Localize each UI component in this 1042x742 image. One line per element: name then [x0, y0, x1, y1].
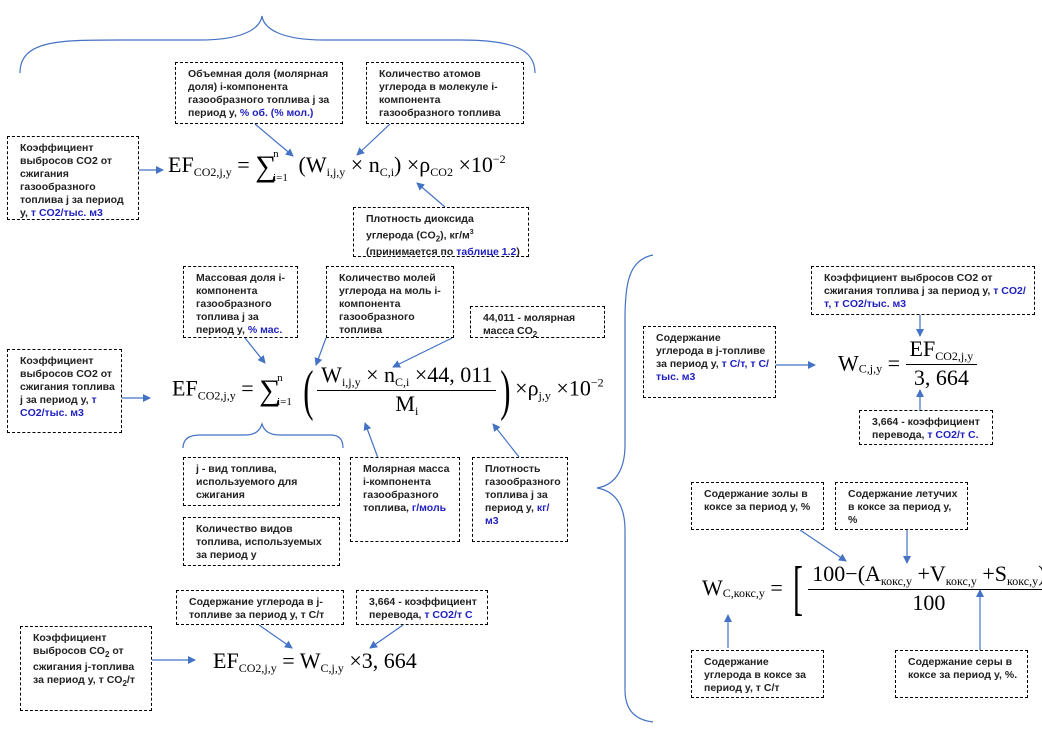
right-brace	[596, 254, 654, 723]
s5-formula: WC,кокс,y = [100−(Aкокс,y +Vкокс,y +Sкок…	[702, 558, 1042, 618]
s3-emission-factor-box: Коэффициент выбросов CO2 от сжигания j-т…	[20, 626, 152, 711]
s2-emission-factor-box: Коэффициент выбросов CO2 от сжигания топ…	[7, 349, 122, 433]
arrow-s1-volume	[254, 123, 294, 157]
s2-molar-mass-box: Молярная масса i-компонента газообразног…	[350, 457, 460, 542]
s4-emission-factor-box: Коэффициент выбросов CO2 от сжигания топ…	[811, 266, 1035, 315]
open-paren: (	[302, 359, 313, 422]
s2-co2-molar-mass-box: 44,011 - молярная масса CO2	[470, 306, 605, 339]
s1-carbon-atoms-box: Количество атомов углерода в молекуле i-…	[366, 62, 524, 124]
s2-fuel-type-box: j - вид топлива, используемого для сжига…	[183, 457, 340, 506]
arrow-s3-conv	[369, 624, 404, 649]
s4-conversion-box: 3,664 - коэффициент перевода, т CO2/т С.	[859, 410, 993, 445]
s5-fraction: 100−(Aкокс,y +Vкокс,y +Sкокс,y)100	[808, 561, 1042, 616]
s2-mass-fraction-box: Массовая доля i-компонента газообразного…	[183, 266, 298, 338]
s2-fuel-density-box: Плотность газообразного топлива j за пер…	[472, 457, 568, 542]
arrow-s2-density	[492, 423, 520, 458]
arrow-s3-carbon	[258, 624, 293, 649]
arrow-s2-co2mass	[392, 337, 453, 368]
s3-formula: EFCO2,j,y = WC,j,y ×3, 664	[213, 648, 417, 675]
s5-volatile-box: Содержание летучих в коксе за период y, …	[835, 482, 968, 530]
s2-fuel-count-box: Количество видов топлива, используемых з…	[183, 517, 340, 566]
s5-sulfur-box: Содержание серы в коксе за период y, %.	[895, 650, 1028, 698]
top-brace	[19, 15, 536, 74]
close-paren: )	[500, 359, 511, 422]
sum-brace	[182, 422, 344, 449]
s1-volume-fraction-box: Объемная доля (молярная доля) i-компонен…	[175, 62, 343, 124]
s2-carbon-moles-box: Количество молей углерода на моль i-комп…	[326, 266, 454, 338]
arrow-s2-moles	[314, 337, 327, 366]
arrow-s2-mass	[244, 337, 266, 364]
arrow-s2-molar	[363, 422, 379, 459]
arrow-s1-density	[416, 182, 446, 208]
s1-co2-density-box: Плотность диоксида углерода (CO2), кг/м3…	[353, 207, 529, 258]
s3-carbon-content-box: Содержание углерода в j-топливе за перио…	[176, 590, 344, 625]
s5-coke-carbon-box: Содержание углерода в коксе за период y,…	[691, 650, 824, 698]
s5-ash-box: Содержание золы в коксе за период y, %	[691, 482, 824, 530]
s4-carbon-content-box: Содержание углерода в j-топливе за перио…	[643, 326, 776, 398]
s3-conversion-box: 3,664 - коэффициент перевода, т CO2/т С	[356, 590, 488, 625]
arrow-s1-atoms	[356, 123, 391, 156]
s1-emission-factor-box: Коэффициент выбросов CO2 от сжигания газ…	[7, 136, 139, 220]
arrow-s5-ash	[799, 529, 847, 562]
